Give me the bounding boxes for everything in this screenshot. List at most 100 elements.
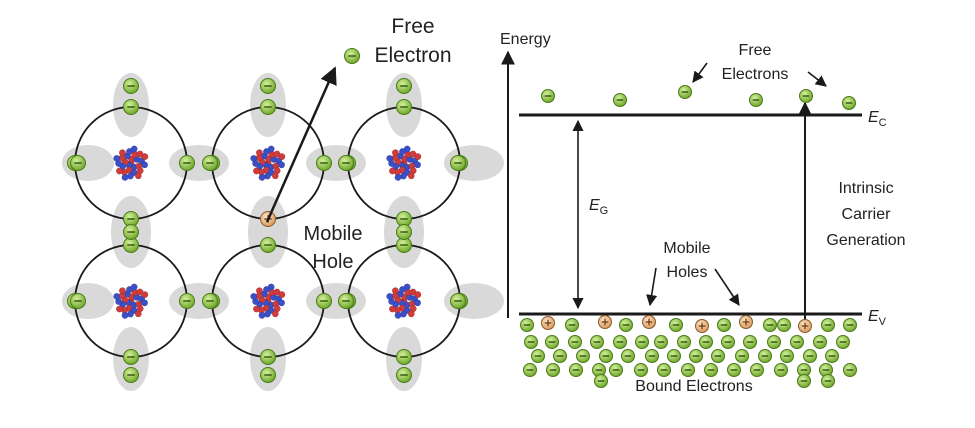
generation-label-line2: Carrier [842,206,892,223]
bound-electron [758,349,772,363]
nucleon [407,310,415,318]
bond-shading [306,283,366,319]
conduction-electron [799,89,813,103]
valence-hole [598,315,612,329]
bound-electron [619,318,633,332]
bond-shading [169,145,229,181]
nucleon [134,310,142,318]
nucleon [255,287,263,295]
electron-particle [396,99,412,115]
nucleon [130,145,138,153]
bound-electron [645,349,659,363]
electron-particle [123,349,139,365]
bound-electron [790,335,804,349]
bound-electron [553,349,567,363]
bound-electron [743,335,757,349]
electron-particle [260,349,276,365]
nucleon [121,173,129,181]
nucleon [388,305,396,313]
free-electrons-label-line2: Electrons [722,66,789,83]
generation-label-line1: Intrinsic [838,180,893,197]
electron-particle [260,99,276,115]
nucleon [121,311,129,319]
valence-hole [541,316,555,330]
free-electron-marker [344,48,360,64]
bound-electron [669,318,683,332]
bound-electron [843,318,857,332]
nucleon [414,161,422,169]
electron-particle [179,293,195,309]
nucleon [278,299,286,307]
electron-particle [123,78,139,94]
mobile-holes-label-line2: Holes [667,264,708,281]
bound-electron [599,349,613,363]
nucleon [386,154,394,162]
bond-shading [248,196,288,268]
eg-label: EG [589,197,608,217]
electron-particle [179,155,195,171]
nucleon [250,292,258,300]
mobile-hole-label-line1: Mobile [304,223,363,245]
conduction-electron [749,93,763,107]
nucleon [386,292,394,300]
free-electron-label: Free Electron [374,15,451,67]
band-particle-group [520,85,857,388]
electron-particle [338,155,354,171]
bound-electron [836,335,850,349]
bound-electron [568,335,582,349]
electron-particle [70,293,86,309]
nucleus-icon [386,283,422,319]
bound-electron [821,374,835,388]
bond-shading [306,145,366,181]
nucleon [271,310,279,318]
bound-electron [681,363,695,377]
bound-electron [735,349,749,363]
mobile-holes-label-line1: Mobile [663,240,710,257]
bound-electron [531,349,545,363]
nucleon [391,287,399,295]
bound-electron [667,349,681,363]
nucleus-icon [113,145,149,181]
nucleon [414,153,422,161]
electron-particle [396,237,412,253]
bound-electron [797,374,811,388]
bound-electron [777,318,791,332]
electron-particle [123,224,139,240]
electron-particle [338,293,354,309]
valence-hole [695,319,709,333]
bound-electron [523,363,537,377]
nucleon [252,305,260,313]
nucleon [115,305,123,313]
nucleon [113,154,121,162]
nucleon [258,173,266,181]
bound-electrons-label: Bound Electrons [635,378,752,395]
nucleus-icon [386,145,422,181]
nucleon [141,299,149,307]
nucleon [403,145,411,153]
nucleon [141,161,149,169]
nucleon [252,167,260,175]
electron-particle [316,293,332,309]
electron-particle [123,367,139,383]
bound-electron [699,335,713,349]
electron-particle [260,367,276,383]
bound-electron [569,363,583,377]
bound-electron [524,335,538,349]
nucleon [278,153,286,161]
bound-electron [767,335,781,349]
nucleon [115,167,123,175]
nucleon [414,299,422,307]
mobile-hole-label: Mobile Hole [304,223,363,273]
free-electrons-label-line1: Free [739,42,772,59]
generation-label: Intrinsic Carrier Generation [826,180,905,249]
bound-electron [634,363,648,377]
bound-electron [689,349,703,363]
bound-electron [594,374,608,388]
mobile-hole-label-line2: Hole [312,251,353,273]
bound-electron [613,335,627,349]
bound-electron [750,363,764,377]
bond-shading [169,283,229,319]
electron-particle [396,224,412,240]
